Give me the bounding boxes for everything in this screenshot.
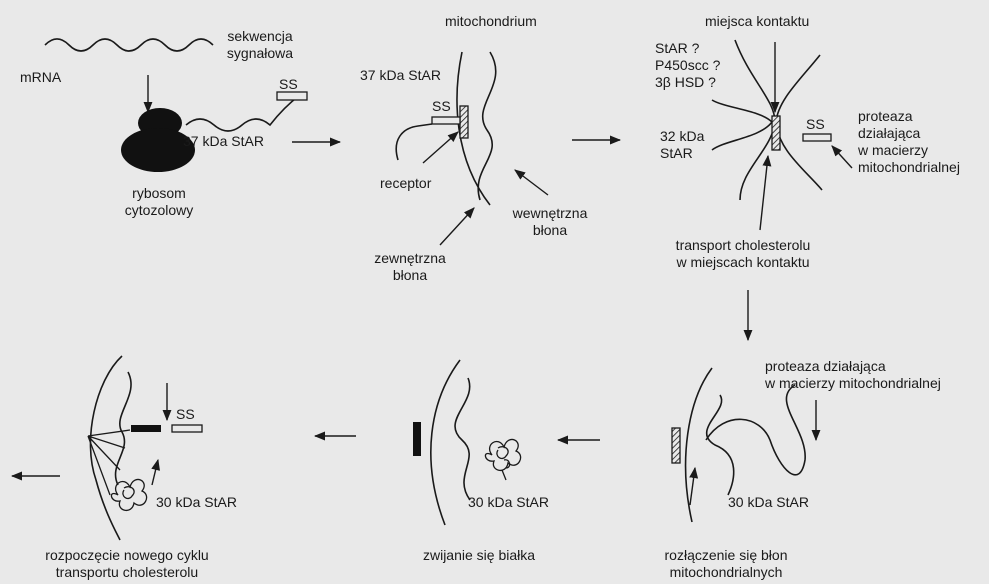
protein-label: 37 kDa StAR [360,67,441,84]
outer-membrane [686,368,712,522]
arrow-protease [832,146,852,168]
signal-sequence-label: sekwencja sygnałowa [227,28,293,62]
cholesterol-transport-label: transport cholesterolu w miejscach konta… [676,237,811,271]
outer-membrane [90,356,122,540]
receptor-label: receptor [380,175,431,192]
inner-membrane [478,52,496,200]
candidate-proteins-label: StAR ? P450scc ? 3β HSD ? [655,40,720,91]
inner-membrane-label: wewnętrzna błona [513,205,588,239]
arrow-separation [690,468,695,505]
arrow-outer-membrane [440,208,474,245]
new-cycle-caption: rozpoczęcie nowego cyklu transportu chol… [45,547,208,581]
arrow-receptor [423,132,458,163]
inner-membrane [707,395,734,495]
folded-protein-icon [485,439,520,480]
ss-label: SS [279,76,298,93]
protein-folding-caption: zwijanie się białka [423,547,535,564]
ss-label: SS [432,98,451,115]
mrna-label: mRNA [20,69,61,86]
receptor-block [460,106,468,138]
signal-sequence-box [172,425,202,432]
signal-sequence-box [432,117,460,124]
arrow-inner-membrane [515,170,548,195]
receptor-block [131,425,161,432]
receptor-block [672,428,680,463]
inner-membrane [455,378,470,500]
protease-label: proteaza działająca w macierzy mitochond… [858,108,960,176]
outer-membrane-label: zewnętrzna błona [374,250,446,284]
protease-label: proteaza działająca w macierzy mitochond… [765,358,941,392]
outer-membrane [431,360,460,525]
protein-label: 30 kDa StAR [728,494,809,511]
ss-label: SS [176,406,195,423]
mrna-strand [45,39,213,51]
receptor-block [772,116,780,150]
membrane-separation-caption: rozłączenie się błon mitochondrialnych [665,547,788,581]
folded-protein-icon [111,479,146,510]
receptor-block [413,422,421,456]
protein-label: 30 kDa StAR [468,494,549,511]
signal-sequence-box [803,134,831,141]
protein-label: 32 kDa StAR [660,128,704,162]
signal-sequence-box [277,92,307,100]
protein-label: 30 kDa StAR [156,494,237,511]
arrow-cholesterol-transport [760,156,768,230]
ribosome-label: rybosom cytozolowy [125,185,193,219]
mitochondrium-label: mitochondrium [445,13,537,30]
arrow-protein-release [152,460,158,485]
ss-label: SS [806,116,825,133]
star-chain [396,124,432,160]
contact-sites-label: miejsca kontaktu [705,13,809,30]
protein-label: 37 kDa StAR [183,133,264,150]
inner-membrane [712,100,772,150]
